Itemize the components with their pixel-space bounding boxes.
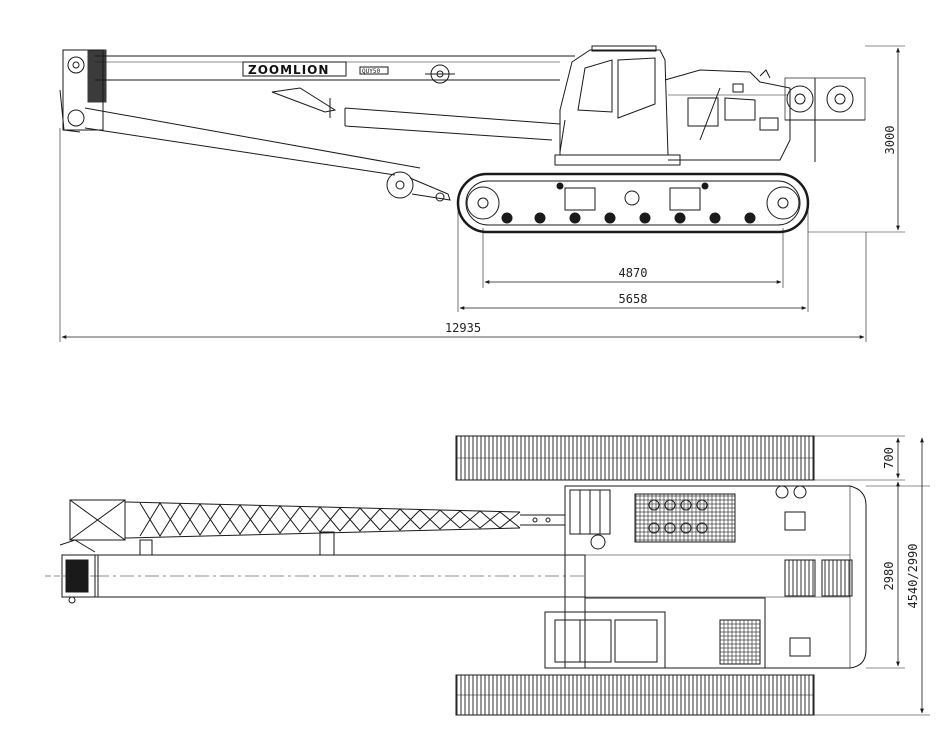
brand-plate: [242, 61, 347, 77]
brand-label: ZOOMLION: [248, 63, 329, 77]
top-view: [45, 435, 930, 716]
top-fans: [775, 485, 807, 531]
top-cab: [544, 611, 666, 669]
side-crawler-track: [456, 172, 810, 234]
model-label: QUY50: [362, 68, 380, 75]
top-superstructure: [564, 485, 867, 669]
dim-overall-width-label: 4540/2990: [906, 543, 920, 608]
side-view: [59, 45, 905, 342]
dim-track-centers: [482, 228, 784, 288]
dim-overall-width: [814, 437, 930, 716]
top-hydraulic-tank: [719, 619, 811, 665]
top-winch-drums: [784, 559, 853, 597]
top-lattice-jib: [69, 499, 565, 541]
dim-gauge: [866, 481, 905, 669]
side-luffing-cylinder: [271, 87, 561, 141]
side-winches: [784, 77, 866, 162]
dim-track-width: [814, 435, 905, 481]
dim-overall-length: [59, 128, 867, 342]
side-cab: [559, 45, 669, 156]
side-boom: [59, 49, 575, 133]
side-lower-boom: [84, 107, 451, 202]
side-superstructure: [664, 69, 791, 161]
dim-height-label: 3000: [883, 126, 897, 155]
top-track-upper: [455, 435, 815, 481]
dim-height: [808, 45, 905, 233]
side-slewing-ring: [554, 154, 681, 166]
dim-overall-length-label: 12935: [445, 321, 481, 335]
dim-track-width-label: 700: [882, 447, 896, 469]
top-engine: [569, 489, 736, 550]
dim-track-centers-label: 4870: [619, 266, 648, 280]
top-main-boom: [45, 531, 586, 604]
dim-gauge-label: 2980: [882, 562, 896, 591]
side-road-wheels: [501, 182, 756, 224]
dim-track-length-label: 5658: [619, 292, 648, 306]
top-track-lower: [455, 674, 815, 716]
dim-track-length: [457, 210, 809, 312]
